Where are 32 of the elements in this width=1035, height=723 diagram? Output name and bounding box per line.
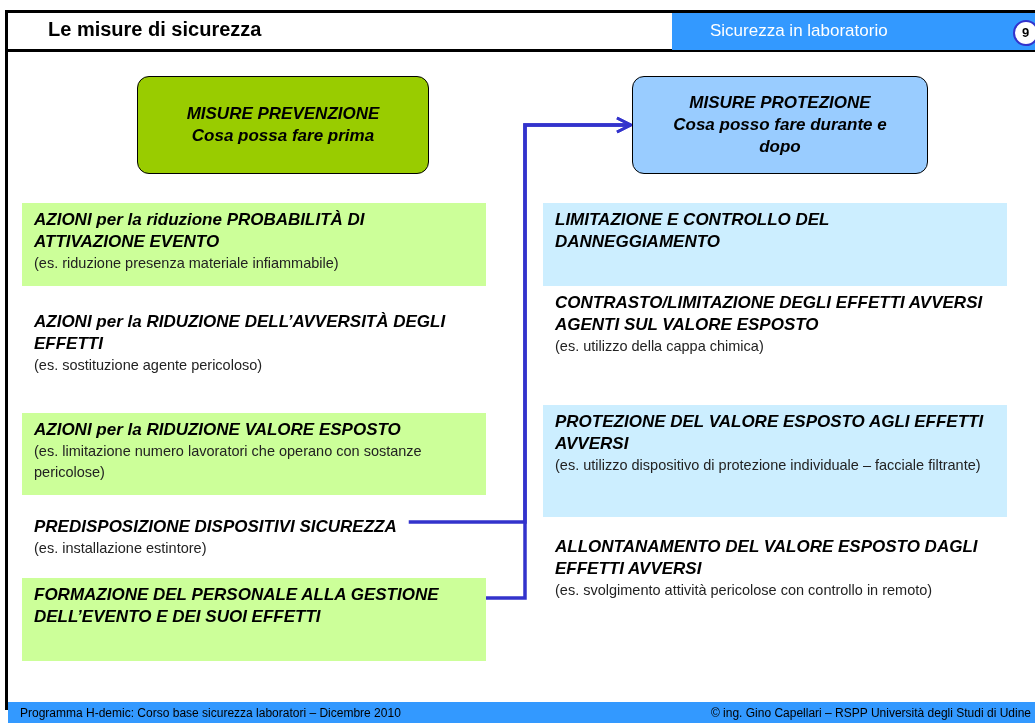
category-box [137, 76, 429, 174]
section-title: Sicurezza in laboratorio [710, 21, 888, 41]
item-heading: PROTEZIONE DEL VALORE ESPOSTO AGLI EFFETTI AVVERSI [555, 411, 985, 455]
example-text: (es. riduzione presenza materiale infiammabile) [34, 254, 340, 273]
example-text: (es. limitazione numero lavoratori che operano con sostanze pericolose) [34, 442, 423, 482]
item-heading: CONTRASTO/LIMITAZIONE DEGLI EFFETTI AVVERSI AGENTI SUL VALORE ESPOSTO [555, 292, 984, 336]
measure-panel [22, 578, 486, 661]
measure-panel [22, 203, 486, 286]
example-text: (es. utilizzo della cappa chimica) [555, 337, 765, 356]
item-heading: MISURE PROTEZIONE [689, 92, 871, 114]
item-heading: PREDISPOSIZIONE DISPOSITIVI SICUREZZA [34, 516, 397, 538]
slide-title: Le misure di sicurezza [48, 18, 262, 41]
measure-panel [543, 203, 1007, 286]
item-heading: LIMITAZIONE E CONTROLLO DEL DANNEGGIAMENTO [555, 209, 831, 253]
footer-credit: © ing. Gino Capellari – RSPP Università degli Studi di Udine [710, 706, 1031, 720]
item-heading: MISURE PREVENZIONE [186, 103, 380, 125]
measure-panel [22, 413, 486, 495]
item-subheading: Cosa posso fare durante e dopo [672, 114, 888, 158]
item-heading: AZIONI per la RIDUZIONE VALORE ESPOSTO [34, 419, 402, 441]
measure-panel [543, 405, 1007, 517]
item-heading: FORMAZIONE DEL PERSONALE ALLA GESTIONE DELL’EVENTO E DEI SUOI EFFETTI [34, 584, 440, 628]
example-text: (es. installazione estintore) [34, 539, 208, 558]
footer-text: Programma H-demic: Corso base sicurezza laboratori – Dicembre 2010 [20, 706, 401, 720]
example-text: (es. sostituzione agente pericoloso) [34, 356, 264, 375]
example-text: (es. utilizzo dispositivo di protezione individuale – facciale filtrante) [555, 456, 982, 475]
item-heading: AZIONI per la RIDUZIONE DELL’AVVERSITÀ DEGLI EFFETTI [34, 311, 447, 355]
item-heading: ALLONTANAMENTO DEL VALORE ESPOSTO DAGLI EFFETTI AVVERSI [555, 536, 979, 580]
category-box [632, 76, 928, 174]
example-text: (es. svolgimento attività pericolose con controllo in remoto) [555, 581, 934, 600]
item-subheading: Cosa possa fare prima [191, 125, 375, 147]
item-heading: AZIONI per la riduzione PROBABILITÀ DI ATTIVAZIONE EVENTO [34, 209, 366, 253]
arrow [486, 116, 633, 600]
